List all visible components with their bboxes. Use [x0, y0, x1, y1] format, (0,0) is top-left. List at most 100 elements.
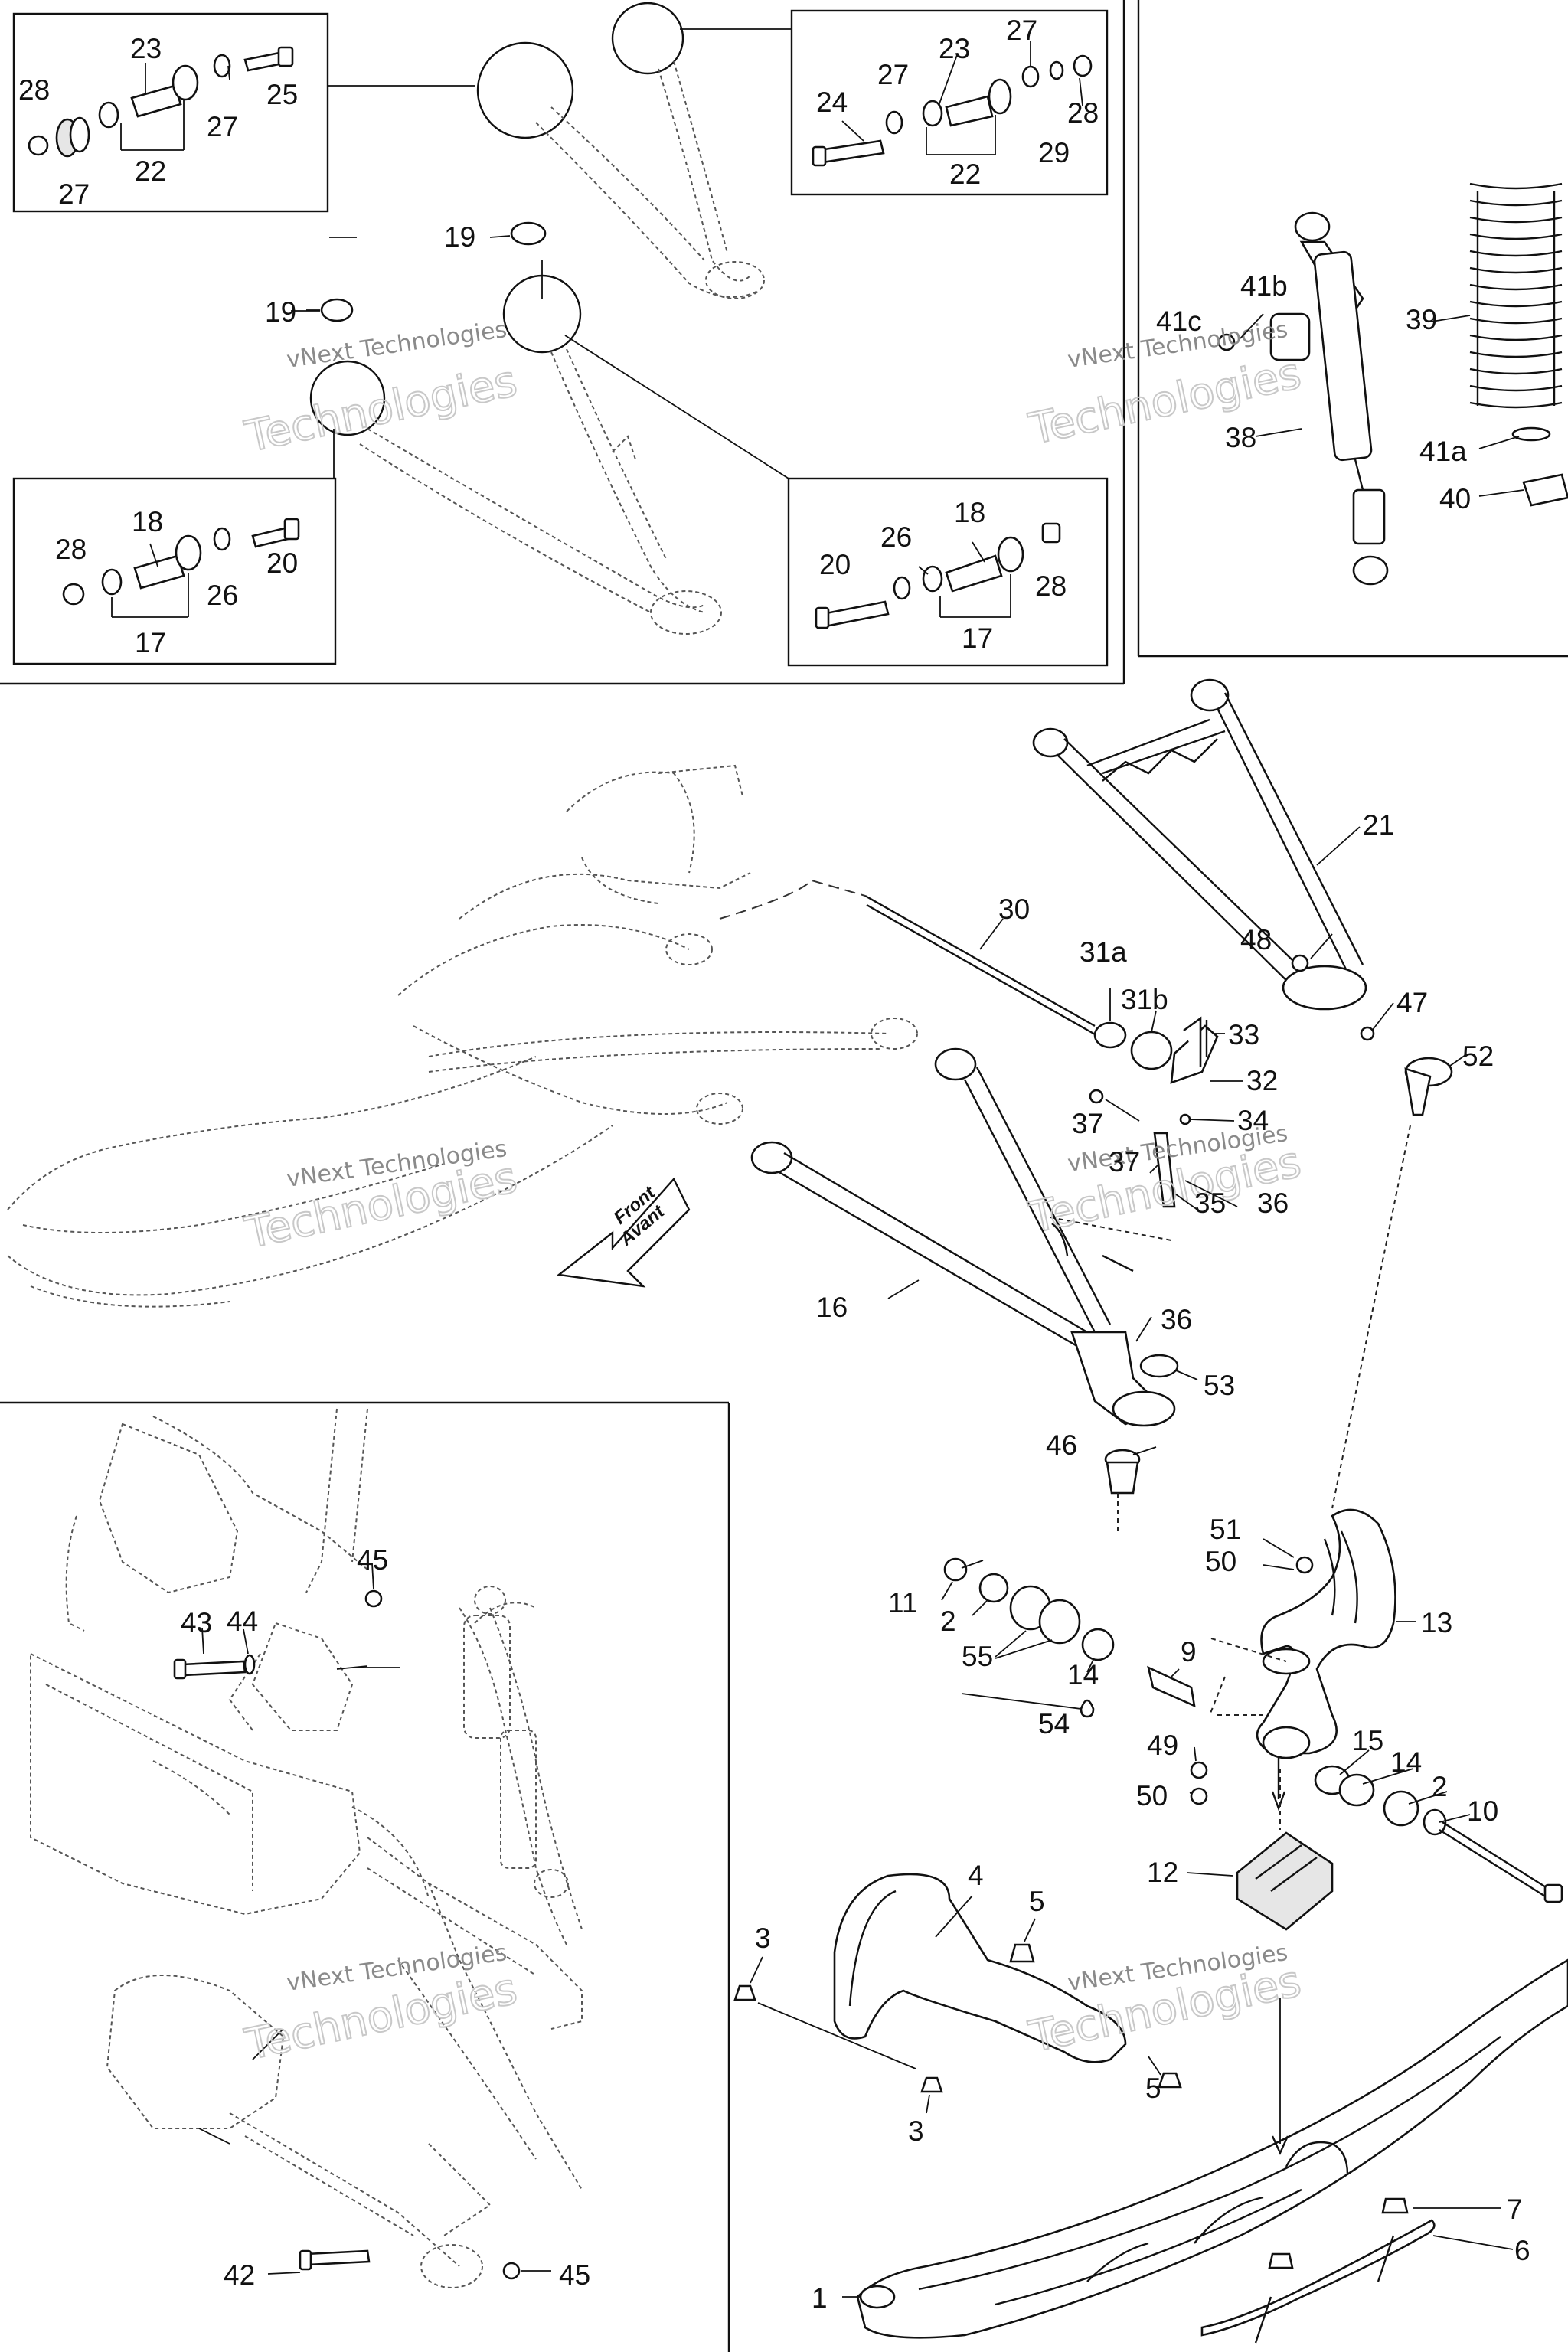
inset-box-upper-left — [12, 12, 329, 213]
washers-19 — [306, 221, 547, 322]
vehicle-ghost-front-suspension — [7, 764, 918, 1308]
callout-35: 35 — [1194, 1187, 1226, 1219]
pivot-bushing-stack — [943, 1557, 1226, 1718]
pivot-stack-right — [1190, 1758, 1563, 1903]
callout-17: 17 — [135, 627, 166, 658]
callout-44: 44 — [227, 1606, 258, 1637]
callout-26: 26 — [207, 580, 238, 611]
callout-46: 46 — [1046, 1429, 1077, 1461]
callout-22: 22 — [135, 155, 166, 187]
callout-34: 34 — [1237, 1105, 1269, 1136]
callout-49: 49 — [1147, 1730, 1178, 1761]
callout-37: 37 — [1109, 1146, 1140, 1178]
callout-28: 28 — [1067, 97, 1099, 129]
circlip-53 — [1139, 1354, 1179, 1378]
callout-36: 36 — [1161, 1304, 1192, 1335]
callout-27: 27 — [1006, 15, 1037, 46]
callout-33: 33 — [1228, 1019, 1259, 1050]
callout-5: 5 — [1145, 2073, 1161, 2104]
callout-55: 55 — [962, 1641, 993, 1672]
sway-bar-bushings — [1093, 1021, 1173, 1070]
callout-9: 9 — [1181, 1636, 1197, 1668]
callout-27: 27 — [58, 178, 90, 210]
ski-1 — [856, 1958, 1568, 2339]
callout-48: 48 — [1240, 924, 1272, 956]
upper-a-arm-21 — [1032, 678, 1367, 1011]
ball-joint-46 — [1104, 1449, 1141, 1531]
callout-26: 26 — [880, 521, 912, 553]
callout-30: 30 — [998, 893, 1030, 925]
callout-19: 19 — [444, 221, 475, 253]
callout-10: 10 — [1467, 1795, 1498, 1827]
callout-2: 2 — [940, 1606, 956, 1637]
callout-31a: 31a — [1080, 936, 1127, 968]
inset-box-lower-left — [12, 477, 337, 665]
leader-lines — [145, 41, 1524, 2298]
callout-27: 27 — [877, 59, 909, 90]
callout-3: 3 — [755, 1922, 771, 1954]
callout-24: 24 — [816, 87, 848, 118]
callout-23: 23 — [939, 33, 970, 64]
callout-52: 52 — [1462, 1040, 1494, 1072]
callout-21: 21 — [1363, 809, 1394, 841]
inset-box-lower-right — [787, 477, 1109, 667]
inset-ul-parts — [28, 46, 294, 158]
callout-18: 18 — [954, 497, 985, 528]
callout-37: 37 — [1072, 1108, 1103, 1139]
chassis-ghost — [30, 1408, 583, 2288]
callout-27: 27 — [207, 111, 238, 142]
callout-7: 7 — [1507, 2194, 1523, 2225]
callout-14: 14 — [1067, 1659, 1099, 1690]
top-right-shock-frame — [1137, 0, 1568, 658]
callout-20: 20 — [819, 549, 851, 580]
callout-17: 17 — [962, 622, 993, 654]
callout-11: 11 — [888, 1587, 917, 1619]
lower-a-arm-top — [309, 274, 722, 635]
callout-23: 23 — [130, 33, 162, 64]
wear-bar-12 — [1236, 1831, 1334, 1931]
callout-20: 20 — [266, 547, 298, 579]
callout-38: 38 — [1225, 422, 1256, 453]
callout-28: 28 — [1035, 570, 1067, 602]
callout-28: 28 — [55, 534, 87, 565]
callout-5: 5 — [1029, 1886, 1045, 1917]
callout-18: 18 — [132, 506, 163, 537]
shock-absorber-38 — [1217, 211, 1389, 586]
sway-bar-bracket-32 — [1170, 1016, 1219, 1084]
callout-3: 3 — [908, 2115, 924, 2147]
callout-12: 12 — [1147, 1857, 1178, 1888]
callout-15: 15 — [1352, 1725, 1383, 1756]
callout-2: 2 — [1432, 1771, 1448, 1802]
upper-a-arm-top — [476, 2, 765, 299]
callout-labels: 28 23 25 27 27 22 24 27 23 27 28 29 22 1… — [18, 15, 1530, 2314]
spindle-13 — [1210, 1508, 1396, 1759]
callout-25: 25 — [266, 79, 298, 110]
watermark-big: Technologies — [240, 356, 521, 462]
callout-1: 1 — [812, 2282, 828, 2314]
callout-40: 40 — [1439, 483, 1471, 514]
sway-bar-link-35 — [1050, 1089, 1191, 1272]
callout-19: 19 — [265, 296, 296, 328]
callout-45: 45 — [559, 2259, 590, 2291]
shock-ghost-inset — [463, 1586, 569, 1898]
callout-16: 16 — [816, 1292, 848, 1323]
spring-39 — [1469, 182, 1568, 507]
inset-ll-parts — [62, 518, 300, 618]
callout-29: 29 — [1038, 137, 1070, 168]
callout-31b: 31b — [1121, 984, 1168, 1015]
callout-41c: 41c — [1156, 305, 1202, 337]
callout-13: 13 — [1421, 1607, 1452, 1638]
watermark-big: Technologies — [1024, 348, 1305, 455]
callout-45: 45 — [357, 1544, 388, 1576]
callout-22: 22 — [949, 158, 981, 190]
callout-28: 28 — [18, 74, 50, 106]
callout-14: 14 — [1390, 1746, 1422, 1778]
callout-42: 42 — [224, 2259, 255, 2291]
callout-50: 50 — [1205, 1546, 1236, 1577]
sway-bar-30 — [719, 879, 1097, 1037]
callout-47: 47 — [1396, 987, 1428, 1018]
ski-handle-4 — [733, 1873, 1182, 2093]
callout-32: 32 — [1246, 1065, 1278, 1096]
callout-54: 54 — [1038, 1708, 1070, 1740]
